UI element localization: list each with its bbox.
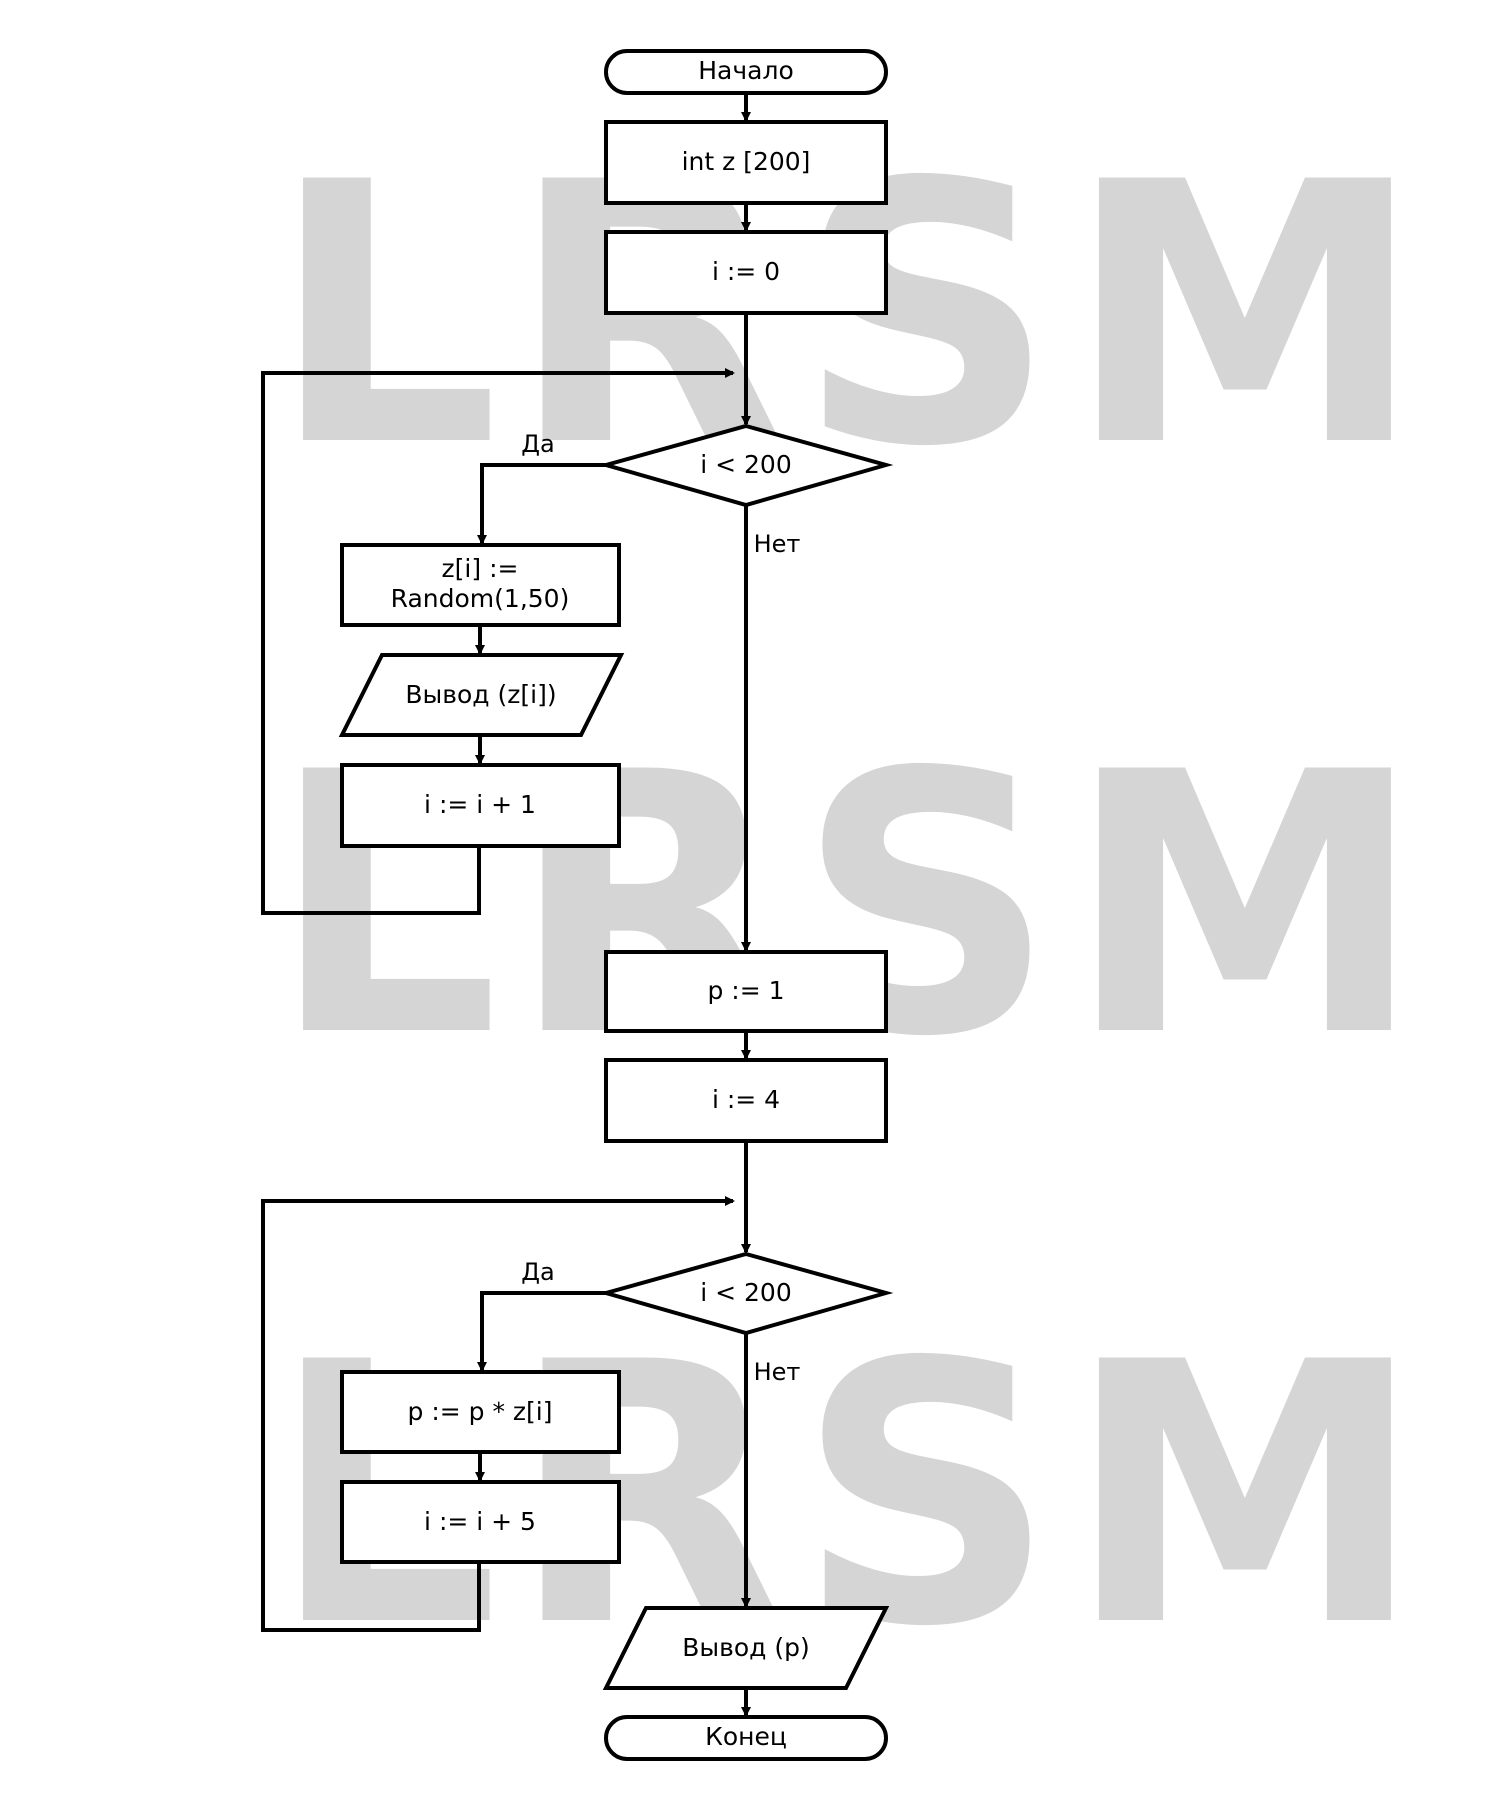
node-init-i4: i := 4	[604, 1058, 888, 1143]
node-init-i: i := 0	[604, 230, 888, 315]
node-start: Начало	[604, 49, 888, 95]
edge-labels: Да Нет Да Нет	[521, 430, 800, 1386]
io-shape	[338, 653, 625, 737]
node-init-i4-label: i := 4	[712, 1085, 780, 1114]
decision-shape	[598, 1251, 894, 1336]
edge-label-cond1-no: Нет	[754, 530, 801, 558]
edges	[261, 93, 751, 1717]
node-cond2-label: i < 200	[700, 1278, 792, 1307]
node-declare-label: int z [200]	[682, 147, 811, 176]
node-cond1-label: i < 200	[700, 450, 792, 479]
node-cond2: i < 200	[598, 1251, 894, 1336]
node-assign: z[i] := Random(1,50)	[340, 543, 621, 627]
edge-label-cond2-yes: Да	[521, 1258, 554, 1286]
edge-cond1-yes	[477, 463, 606, 545]
node-init-p-label: p := 1	[707, 976, 784, 1005]
node-mult-label: p := p * z[i]	[408, 1397, 553, 1426]
node-declare: int z [200]	[604, 120, 888, 205]
watermarks: LRSM LRSM LRSM	[270, 106, 1434, 1705]
node-inc5: i := i + 5	[340, 1480, 621, 1564]
node-init-i-label: i := 0	[712, 257, 780, 286]
node-output-p-label: Вывод (p)	[682, 1633, 810, 1662]
io-shape	[602, 1606, 890, 1690]
process-shape	[340, 1480, 621, 1564]
node-output-zi-label: Вывод (z[i])	[405, 680, 556, 709]
node-end: Конец	[604, 1715, 888, 1761]
node-inc5-label: i := i + 5	[424, 1507, 536, 1536]
node-inc1-label: i := i + 1	[424, 790, 536, 819]
node-mult: p := p * z[i]	[340, 1370, 621, 1454]
process-shape	[340, 543, 621, 627]
process-shape	[604, 950, 888, 1033]
edge-loop1-back	[261, 368, 735, 915]
node-output-zi: Вывод (z[i])	[338, 653, 625, 737]
node-assign-label-line2: Random(1,50)	[391, 584, 570, 613]
process-shape	[604, 120, 888, 205]
watermark-text: LRSM	[270, 696, 1434, 1115]
terminator-shape	[604, 1715, 888, 1761]
node-init-p: p := 1	[604, 950, 888, 1033]
node-assign-label-line1: z[i] :=	[442, 554, 519, 583]
edge-label-cond2-no: Нет	[754, 1358, 801, 1386]
nodes: Начало int z [200] i := 0 i < 200 z[i] :…	[338, 49, 894, 1761]
decision-shape	[598, 423, 894, 508]
process-shape	[604, 1058, 888, 1143]
node-cond1: i < 200	[598, 423, 894, 508]
process-shape	[604, 230, 888, 315]
node-inc1: i := i + 1	[340, 763, 621, 848]
edge-cond2-yes	[477, 1291, 606, 1372]
edge-label-cond1-yes: Да	[521, 430, 554, 458]
process-shape	[340, 763, 621, 848]
node-output-p: Вывод (p)	[602, 1606, 890, 1690]
node-start-label: Начало	[698, 56, 793, 85]
terminator-shape	[604, 49, 888, 95]
edge-loop2-back	[261, 1196, 735, 1632]
node-end-label: Конец	[705, 1722, 787, 1751]
process-shape	[340, 1370, 621, 1454]
